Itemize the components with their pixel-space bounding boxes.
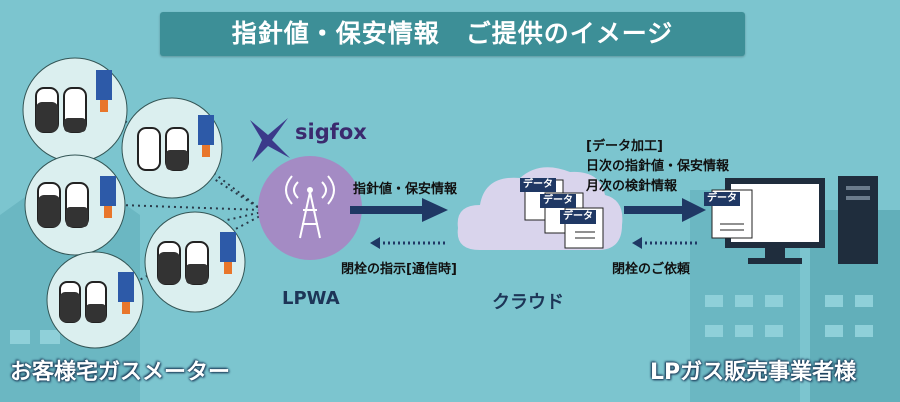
monthly-data-label: 月次の検針情報 (586, 179, 678, 194)
sigfox-logo-icon (250, 118, 290, 162)
meter-circle (22, 57, 128, 163)
close-request-label: 閉栓のご依頼 (612, 262, 691, 277)
lpwa-label: LPWA (282, 288, 340, 309)
doc-tag: データ (560, 210, 596, 224)
meter-circle (121, 97, 223, 199)
meter-circle (46, 251, 144, 349)
dealer-label: LPガス販売事業者様 (650, 360, 857, 385)
close-instruction-label: 閉栓の指示[通信時] (341, 262, 457, 277)
daily-data-label: 日次の指針値・保安情報 (586, 159, 730, 174)
brand-name: sigfox (295, 120, 367, 144)
arrow-right-icon (350, 198, 706, 222)
meter-circle (144, 211, 246, 313)
antenna-tower-icon (285, 175, 335, 239)
page-title: 指針値・保安情報 ご提供のイメージ (160, 12, 745, 56)
cloud-label: クラウド (492, 292, 564, 313)
upload-label: 指針値・保安情報 (353, 182, 458, 197)
lpwa-circle (258, 156, 362, 260)
doc-tag: データ (540, 194, 576, 208)
data-processing-label: [データ加工] (586, 139, 663, 154)
customer-label: お客様宅ガスメーター (10, 360, 231, 385)
meter-circle (24, 154, 126, 256)
doc-tag: データ (520, 178, 556, 192)
doc-tag: データ (704, 192, 740, 206)
